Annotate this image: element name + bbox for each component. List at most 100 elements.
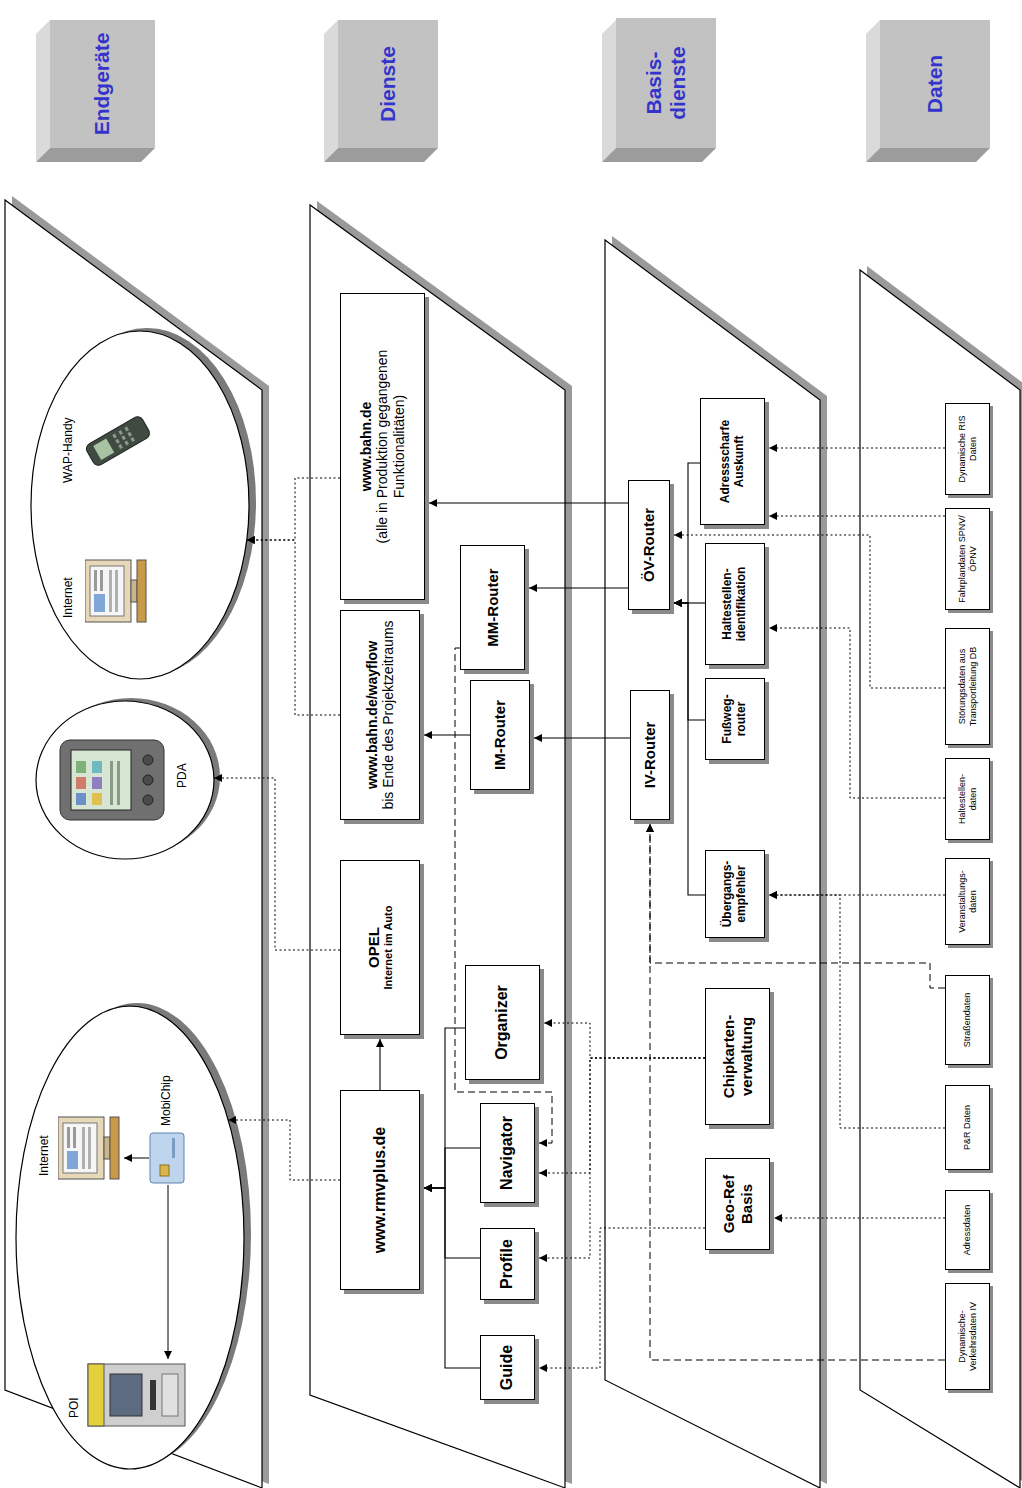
node-label: Störungsdaten aus Transportleitung DB: [957, 632, 978, 741]
module-box: Navigator: [480, 1103, 535, 1203]
node-label: Profile: [498, 1239, 516, 1289]
computer-icon: [85, 560, 146, 622]
node-label: Fahrplandaten SPNV/ÖPNV: [957, 512, 978, 606]
connector: [539, 1228, 705, 1368]
connector: [228, 1120, 340, 1180]
pda-device: [60, 740, 164, 820]
pda-icon: [76, 793, 86, 805]
device-arrow: [124, 1158, 149, 1159]
data-box: Dynamische RIS Daten: [945, 403, 990, 495]
phone-key: [127, 432, 132, 437]
base-service-box: Chipkarten- verwaltung: [705, 988, 770, 1125]
poi-keypad: [162, 1374, 178, 1416]
device-ellipse: POIInternetMobiChip: [15, 1005, 245, 1470]
connector: [650, 824, 945, 988]
node-label: Chipkarten- verwaltung: [720, 993, 755, 1120]
data-box: Veranstaltungs- daten: [945, 858, 990, 945]
pda-line: [117, 761, 120, 805]
router-box: IM-Router: [470, 680, 530, 790]
pda-icon: [76, 761, 86, 773]
node-label: ÖV-Router: [640, 508, 657, 582]
connector: [674, 535, 945, 688]
device-label: POI: [68, 1397, 82, 1418]
connector: [379, 1039, 380, 1090]
node-label: Guide: [498, 1345, 516, 1390]
connector: [769, 895, 945, 896]
connector: [534, 737, 630, 738]
connector: [539, 1058, 705, 1173]
layer-plane: [310, 205, 565, 1488]
node-label: Dynamische- Verkehrsdaten IV: [957, 1287, 978, 1386]
node-label: Adressscharfe Auskunft: [719, 403, 747, 520]
node-label: Haltestellen- daten: [957, 762, 978, 836]
node-label: Übergangs- empfehler: [721, 855, 749, 933]
card-stripe: [172, 1138, 175, 1158]
connector: [429, 502, 628, 503]
base-service-box: Adressscharfe Auskunft: [700, 398, 765, 525]
module-box: Profile: [480, 1228, 535, 1300]
node-label: www.bahn.de/wayflow: [364, 641, 380, 789]
connector: [424, 1028, 465, 1188]
layer-cube: Daten: [880, 20, 990, 148]
connector: [769, 895, 945, 1128]
node-label: Straßendaten: [962, 993, 972, 1048]
pda-button: [143, 795, 153, 805]
ellipse-ground: [36, 701, 214, 859]
connector: [247, 540, 340, 715]
poi-header: [88, 1364, 104, 1426]
connector: [247, 478, 340, 540]
layer-cube: Basis- dienste: [616, 18, 716, 148]
connector: [650, 824, 945, 1360]
device-label: Internet: [62, 577, 76, 618]
ellipse-ground: [16, 1007, 244, 1469]
pda-line: [110, 761, 113, 805]
data-box: Haltestellen- daten: [945, 758, 990, 840]
connector: [424, 1148, 480, 1188]
ellipse-outline: [16, 1006, 244, 1469]
card-chip: [160, 1165, 169, 1176]
device-arrow: [168, 1185, 169, 1359]
device-ellipse: InternetWAP-Handy: [30, 330, 250, 680]
poi-slot: [150, 1380, 156, 1410]
poi-terminal: [88, 1364, 185, 1426]
router-box: MM-Router: [460, 545, 525, 670]
connector: [774, 1218, 945, 1219]
base-service-box: Haltestellen- identifikation: [705, 543, 765, 665]
node-label: IM-Router: [491, 700, 508, 770]
phone-key: [124, 440, 129, 445]
data-box: Fahrplandaten SPNV/ÖPNV: [945, 508, 990, 610]
data-box: Störungsdaten aus Transportleitung DB: [945, 628, 990, 745]
cube-top: [324, 20, 338, 162]
layer-plane: [5, 200, 262, 1488]
device-label: MobiChip: [160, 1075, 174, 1126]
cube-side: [602, 148, 716, 162]
cube-top: [602, 20, 616, 162]
device-ellipse: PDA: [35, 700, 215, 860]
node-label: bis Ende des Projektzeitraums: [380, 620, 396, 809]
node-label: Haltestellen- identifikation: [721, 548, 749, 660]
node-label: www.bahn.de: [358, 402, 374, 492]
pda-icon: [92, 793, 102, 805]
base-service-box: Fußweg- router: [705, 678, 765, 760]
ellipse-outline-layer: [30, 330, 250, 680]
node-label: Adressdaten: [962, 1205, 972, 1256]
connector: [769, 516, 945, 517]
pda-screen: [71, 750, 131, 810]
service-box: www.bahn.de(alle in Produktion gegangene…: [340, 293, 425, 600]
phone-key: [112, 434, 117, 439]
router-box: IV-Router: [630, 690, 670, 820]
service-box: OPELInternet im Auto: [340, 860, 420, 1035]
base-service-box: Geo-Ref Basis: [705, 1158, 770, 1250]
connector: [769, 628, 945, 798]
node-label: OPEL: [365, 927, 382, 968]
layer-cube: Dienste: [338, 20, 438, 148]
node-label: Geo-Ref Basis: [720, 1163, 755, 1245]
service-box: www.bahn.de/wayflowbis Ende des Projektz…: [340, 610, 420, 820]
connector: [539, 1058, 705, 1258]
device-label: PDA: [176, 763, 190, 788]
connector: [769, 448, 945, 449]
pda-icon: [92, 761, 102, 773]
connector: [455, 648, 552, 1143]
data-box: P&R Daten: [945, 1085, 990, 1170]
layer-plane: [860, 270, 1020, 1488]
